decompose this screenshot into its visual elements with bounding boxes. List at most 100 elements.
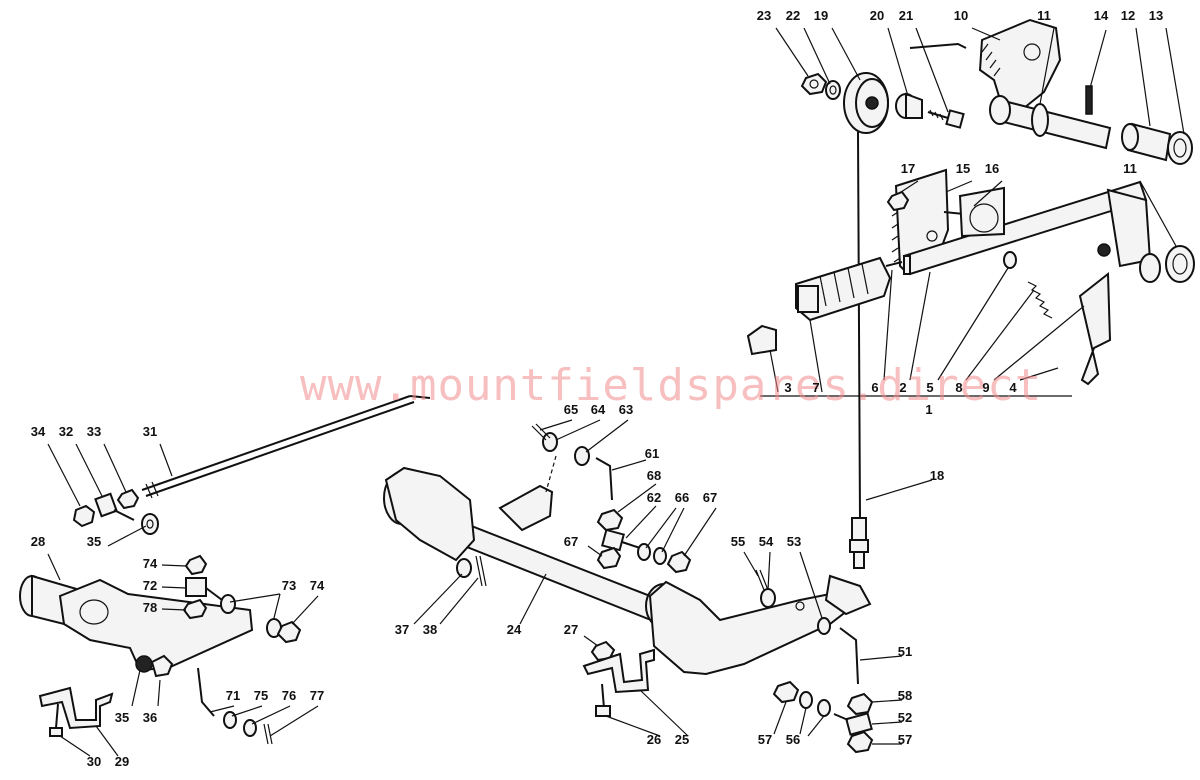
part-label-11: 11 (1037, 8, 1051, 23)
part-label-26: 26 (647, 732, 661, 747)
bolt-21 (927, 109, 965, 129)
part-label-13: 13 (1149, 8, 1163, 23)
quadrant-10 (978, 18, 1062, 110)
part-label-4: 4 (1009, 380, 1017, 395)
leader-lines-upper (760, 27, 1185, 501)
part-label-75: 75 (254, 688, 268, 703)
part-label-35: 35 (115, 710, 129, 725)
rod-71 (197, 667, 215, 717)
part-label-30: 30 (87, 754, 101, 769)
cable-18 (849, 42, 967, 569)
part-label-36: 36 (143, 710, 157, 725)
bush-11-lower (1139, 245, 1195, 283)
spacer-20 (895, 92, 923, 119)
part-label-27: 27 (564, 622, 578, 637)
part-label-33: 33 (87, 424, 101, 439)
part-label-32: 32 (59, 424, 73, 439)
nut-74-top (184, 554, 208, 576)
washer-53 (817, 617, 831, 635)
part-label-35: 35 (87, 534, 101, 549)
plate-15 (891, 168, 950, 272)
washer-37 (456, 558, 472, 578)
part-label-18: 18 (930, 468, 944, 483)
part-label-53: 53 (787, 534, 801, 549)
clip-77 (263, 723, 273, 745)
part-label-74: 74 (143, 556, 158, 571)
pulley-19 (843, 72, 889, 134)
part-label-11: 11 (1123, 161, 1137, 176)
bush-12 (1121, 122, 1172, 162)
part-label-15: 15 (956, 161, 970, 176)
pedal-right (645, 574, 872, 676)
swivel-72 (185, 577, 223, 601)
part-label-51: 51 (898, 644, 912, 659)
washer-54 (760, 588, 776, 608)
part-label-8: 8 (955, 380, 962, 395)
part-label-22: 22 (786, 8, 800, 23)
part-label-25: 25 (675, 732, 689, 747)
part-label-5: 5 (926, 380, 933, 395)
bracket-4 (1078, 243, 1112, 386)
part-label-76: 76 (282, 688, 296, 703)
part-label-28: 28 (31, 534, 45, 549)
part-label-6: 6 (871, 380, 878, 395)
part-label-73: 73 (282, 578, 296, 593)
washers-75-76 (223, 711, 257, 737)
swivel-62 (601, 528, 641, 552)
part-label-74: 74 (310, 578, 325, 593)
part-label-77: 77 (310, 688, 324, 703)
part-label-56: 56 (786, 732, 800, 747)
part-label-58: 58 (898, 688, 912, 703)
part-label-54: 54 (759, 534, 774, 549)
clip-65 (531, 423, 551, 441)
spring-8 (1027, 281, 1053, 319)
screw-30 (49, 703, 63, 737)
washer-63 (574, 446, 590, 466)
part-label-38: 38 (423, 622, 437, 637)
nut-17 (886, 190, 910, 212)
grip-7 (795, 256, 892, 322)
part-label-7: 7 (812, 380, 819, 395)
bolt-61 (595, 457, 613, 501)
nut-74-right (276, 620, 302, 644)
part-label-3: 3 (784, 380, 791, 395)
pivot-5 (1003, 251, 1017, 269)
pedal-28 (19, 574, 254, 678)
part-label-17: 17 (901, 161, 915, 176)
nut-34 (72, 504, 96, 528)
part-label-19: 19 (814, 8, 828, 23)
part-label-16: 16 (985, 161, 999, 176)
part-label-14: 14 (1094, 8, 1109, 23)
part-label-63: 63 (619, 402, 633, 417)
cap-3 (746, 324, 777, 356)
cross-shaft-24 (383, 455, 658, 624)
clip-38 (475, 555, 487, 587)
washer-22 (825, 80, 841, 100)
nut-57-left (772, 680, 800, 704)
part-label-29: 29 (115, 754, 129, 769)
nut-58 (846, 692, 874, 716)
part-label-66: 66 (675, 490, 689, 505)
nut-23 (800, 72, 828, 96)
part-label-2: 2 (899, 380, 906, 395)
part-label-10: 10 (954, 8, 968, 23)
part-label-67: 67 (564, 534, 578, 549)
part-label-34: 34 (31, 424, 46, 439)
bolt-26 (595, 683, 611, 717)
part-label-12: 12 (1121, 8, 1135, 23)
part-label-1: 1 (925, 402, 932, 417)
part-label-65: 65 (564, 402, 578, 417)
clip-55 (755, 569, 769, 591)
part-label-78: 78 (143, 600, 157, 615)
part-label-23: 23 (757, 8, 771, 23)
part-label-61: 61 (645, 446, 659, 461)
bush-13 (1167, 131, 1193, 165)
part-label-64: 64 (591, 402, 606, 417)
washer-35-top (141, 513, 159, 535)
washers-66 (637, 543, 667, 565)
lever-tube-2 (902, 180, 1152, 276)
pin-6 (885, 261, 903, 267)
nut-68 (596, 508, 624, 532)
